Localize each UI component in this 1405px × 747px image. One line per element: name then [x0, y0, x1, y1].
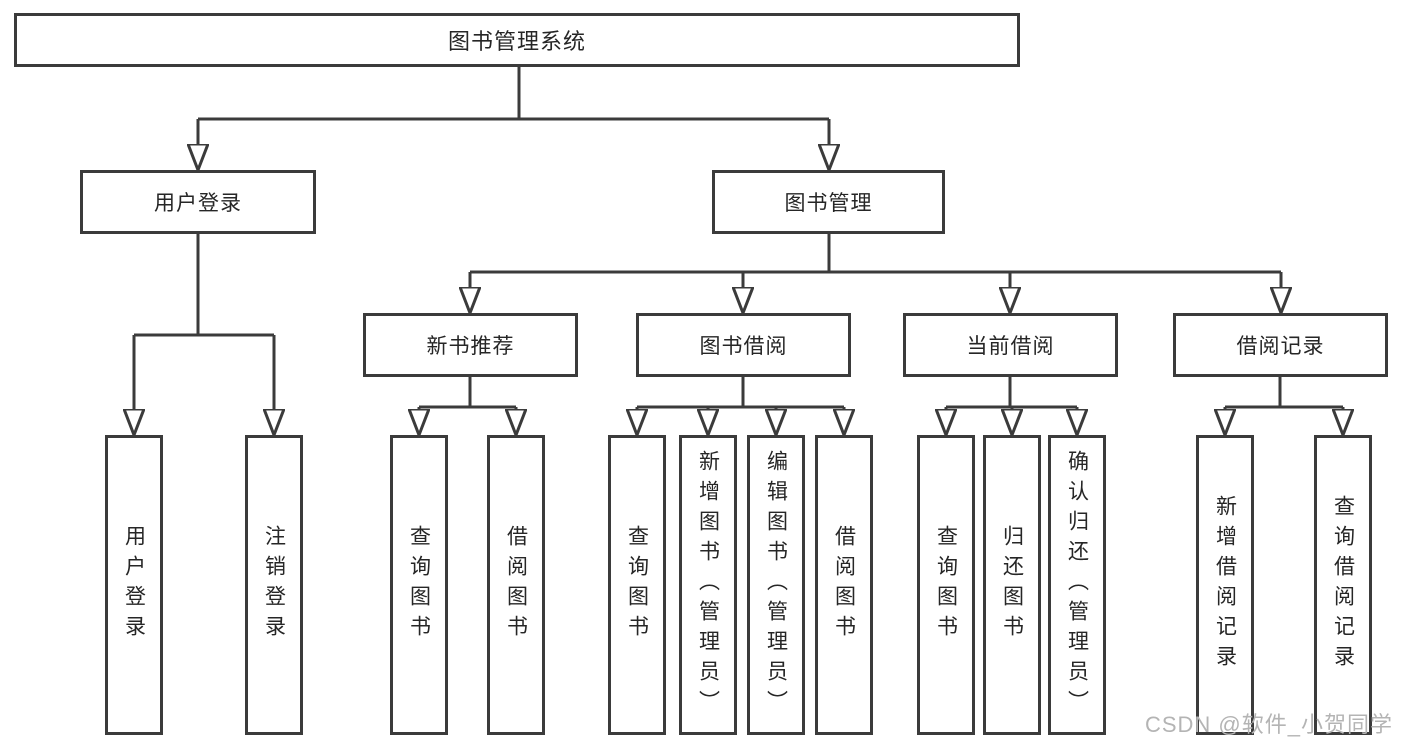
- node-label: 归还图书: [1000, 525, 1024, 645]
- node-label: 借阅图书: [832, 525, 856, 645]
- tree-node-borrowing-records: 借阅记录: [1173, 313, 1388, 377]
- tree-leaf-borrow-books: 借阅图书: [815, 435, 873, 735]
- tree-leaf-add-books-admin: 新增图书（管理员）: [679, 435, 737, 735]
- tree-node-book-borrowing: 图书借阅: [636, 313, 851, 377]
- tree-leaf-edit-books-admin: 编辑图书（管理员）: [747, 435, 805, 735]
- node-label: 图书借阅: [699, 335, 788, 358]
- tree-leaf-confirm-return-admin: 确认归还（管理员）: [1048, 435, 1106, 735]
- tree-node-root: 图书管理系统: [14, 13, 1020, 67]
- node-label: 用户登录: [122, 525, 146, 645]
- node-label: 借阅图书: [504, 525, 528, 645]
- node-label: 注销登录: [262, 525, 286, 645]
- node-label: 确认归还（管理员）: [1065, 450, 1089, 720]
- node-label: 新书推荐: [426, 335, 515, 358]
- tree-node-user-login-branch: 用户登录: [80, 170, 316, 234]
- node-label: 编辑图书（管理员）: [764, 450, 788, 720]
- tree-node-book-management: 图书管理: [712, 170, 945, 234]
- tree-leaf-query-books-recommend: 查询图书: [390, 435, 448, 735]
- node-label: 查询借阅记录: [1331, 495, 1355, 675]
- tree-leaf-return-books: 归还图书: [983, 435, 1041, 735]
- tree-node-current-borrowing: 当前借阅: [903, 313, 1118, 377]
- tree-leaf-query-borrow-record: 查询借阅记录: [1314, 435, 1372, 735]
- node-label: 新增借阅记录: [1213, 495, 1237, 675]
- tree-leaf-query-books-borrow: 查询图书: [608, 435, 666, 735]
- tree-leaf-logout: 注销登录: [245, 435, 303, 735]
- node-label: 用户登录: [154, 192, 242, 215]
- node-label: 借阅记录: [1236, 335, 1325, 358]
- node-label: 新增图书（管理员）: [696, 450, 720, 720]
- node-label: 查询图书: [407, 525, 431, 645]
- tree-leaf-user-login: 用户登录: [105, 435, 163, 735]
- node-label: 图书管理系统: [447, 29, 586, 54]
- watermark: CSDN @软件_小贺同学: [1144, 712, 1393, 737]
- tree-node-new-book-recommendation: 新书推荐: [363, 313, 578, 377]
- tree-leaf-borrow-books-recommend: 借阅图书: [487, 435, 545, 735]
- node-label: 图书管理: [784, 192, 873, 215]
- tree-leaf-query-books-current: 查询图书: [917, 435, 975, 735]
- node-label: 查询图书: [625, 525, 649, 645]
- tree-leaf-add-borrow-record: 新增借阅记录: [1196, 435, 1254, 735]
- node-label: 当前借阅: [966, 335, 1055, 358]
- node-label: 查询图书: [934, 525, 958, 645]
